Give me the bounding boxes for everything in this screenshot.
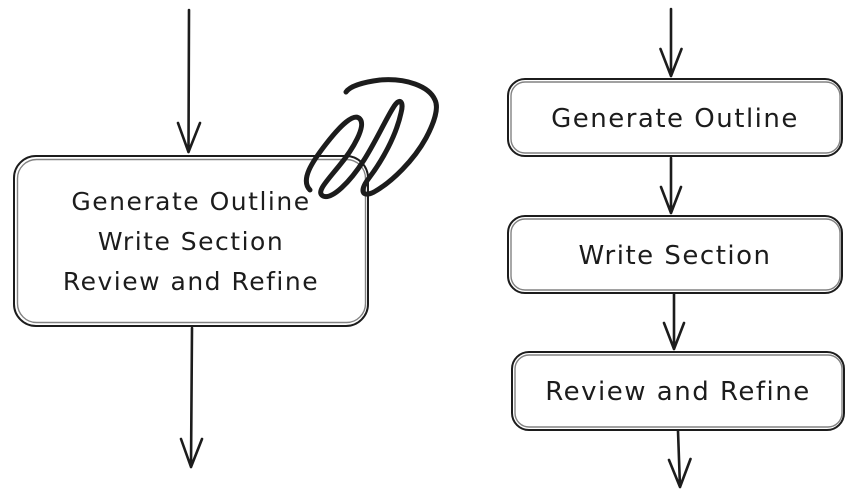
- combined-box-line-3: Review and Refine: [63, 267, 319, 296]
- left-flow: Generate Outline Write Section Review an…: [13, 8, 439, 469]
- step-label-write-section: Write Section: [578, 241, 771, 271]
- step-box-write-section: [507, 215, 843, 294]
- step-box-generate-outline: [507, 78, 843, 157]
- arrow-down-into-step-1: [659, 7, 683, 78]
- arrow-step-1-to-step-2: [659, 156, 683, 215]
- right-flow: Generate Outline Write Section Review an…: [507, 7, 845, 489]
- step-box-review-and-refine-sketch-echo: [514, 354, 843, 428]
- combined-box-line-2: Write Section: [98, 227, 284, 256]
- combined-steps-box: [13, 155, 369, 327]
- arrow-down-out-of-combined-box: [179, 326, 204, 469]
- arrow-step-2-to-step-3: [662, 292, 686, 351]
- combined-box-line-1: Generate Outline: [71, 187, 310, 216]
- step-box-write-section-sketch-echo: [510, 218, 841, 291]
- combined-steps-box-sketch-echo: [16, 158, 367, 324]
- arrow-down-out-of-step-3: [667, 429, 692, 489]
- scribble-icon: [303, 77, 439, 199]
- step-label-generate-outline: Generate Outline: [551, 104, 799, 134]
- arrow-down-into-combined-box: [176, 8, 202, 154]
- step-box-generate-outline-sketch-echo: [510, 81, 841, 154]
- step-label-review-and-refine: Review and Refine: [545, 377, 810, 407]
